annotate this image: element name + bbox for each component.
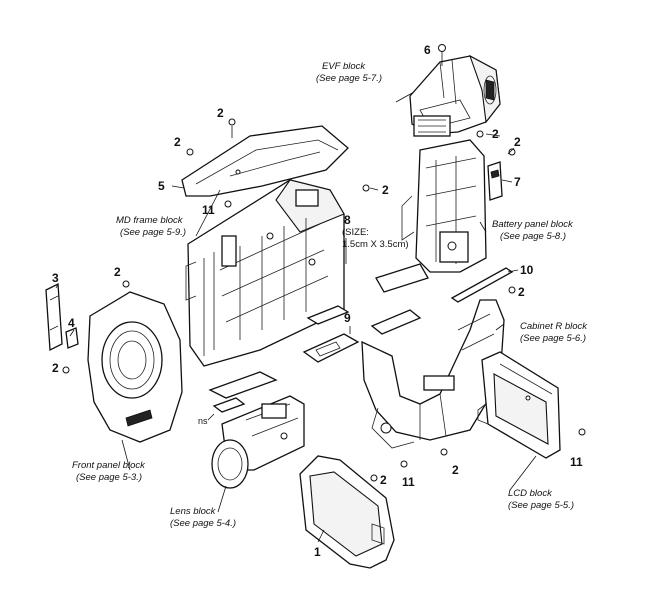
part-8-label [375,263,429,293]
block-captions: EVF block (See page 5-7.) MD frame block… [72,61,588,529]
callout-7: 7 [514,175,521,189]
evf-block-part [409,54,501,137]
md-frame-block-part [185,179,345,367]
lcd-block-part [477,351,561,459]
ns-part [208,371,278,413]
part-10 [450,267,514,303]
callout-2-cabinet: 2 [518,285,525,299]
front-panel-block-part [87,291,183,443]
lcd-block-ref: (See page 5-5.) [508,500,574,511]
callout-11-md-frame: 11 [202,203,215,217]
callout-6: 6 [424,43,431,57]
evf-block-ref: (See page 5-7.) [316,73,382,84]
callout-9: 9 [344,311,351,325]
part-9 [302,305,422,363]
ns-label: ns [198,416,208,426]
part-7 [487,161,503,201]
cabinet-r-block-ref: (See page 5-6.) [520,333,586,344]
cassette-lid-part [299,455,395,569]
size-note-line1: (SIZE: [342,227,369,238]
callout-10: 10 [520,263,534,277]
top-panel-part [181,125,349,197]
lens-block-part [211,395,305,489]
part-3 [45,282,63,352]
front-panel-block-ref: (See page 5-3.) [76,472,142,483]
callout-1: 1 [314,545,321,559]
callout-2-bottom-mid: 2 [452,463,459,477]
part-4 [65,327,79,349]
callout-2-evf-right: 2 [492,127,499,141]
callout-numbers: 6 2 2 2 2 5 2 7 11 8 10 3 2 2 9 4 2 2 11… [52,43,583,559]
battery-panel-block-ref: (See page 5-8.) [500,231,566,242]
callout-2-front-top: 2 [114,265,121,279]
callout-2-front-bottom: 2 [52,361,59,375]
lcd-block-label: LCD block [508,488,553,499]
callout-3: 3 [52,271,59,285]
callout-5: 5 [158,179,165,193]
md-frame-block-ref: (See page 5-9.) [120,227,186,238]
callout-2-mid: 2 [382,183,389,197]
battery-panel-block-label: Battery panel block [492,219,574,230]
screw-group [62,44,586,482]
cabinet-r-block-label: Cabinet R block [520,321,588,332]
callout-4: 4 [68,316,75,330]
leader-lines [55,91,537,543]
evf-block-label: EVF block [322,61,366,72]
front-panel-block-label: Front panel block [72,460,146,471]
callout-11-bottom: 11 [402,475,415,489]
md-frame-block-label: MD frame block [116,215,184,226]
callout-2-left-top: 2 [174,135,181,149]
callout-11-lcd: 11 [570,455,583,469]
callout-2-top-panel: 2 [217,106,224,120]
callout-2-bottom-left: 2 [380,473,387,487]
lens-block-label: Lens block [170,506,217,517]
size-note-line2: 1.5cm X 3.5cm) [342,239,409,250]
callout-2-battery-right: 2 [514,135,521,149]
battery-panel-block-part [401,139,487,273]
cabinet-r-block-part [361,299,505,449]
lens-block-ref: (See page 5-4.) [170,518,236,529]
callout-8: 8 [344,213,351,227]
